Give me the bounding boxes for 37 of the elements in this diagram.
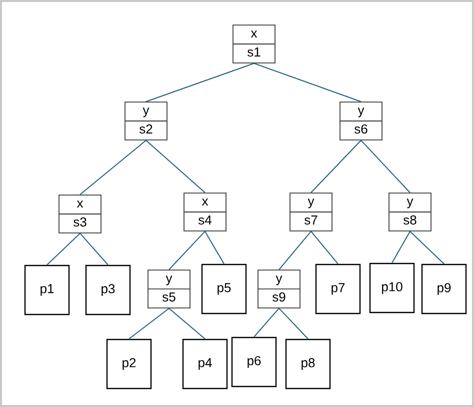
split-box: x s3 (58, 194, 102, 234)
leaf-box: p9 (421, 264, 467, 314)
leaf-box: p4 (182, 338, 228, 390)
split-box: y s6 (340, 102, 382, 140)
leaf-box: p8 (285, 338, 331, 390)
split-box: y s9 (258, 270, 300, 308)
connector-line (360, 140, 410, 194)
connector-line (80, 140, 146, 196)
connector-line (168, 230, 206, 270)
connector-line (254, 308, 280, 338)
connector-line (310, 140, 362, 194)
split-box: y s8 (388, 192, 432, 232)
connector-line (310, 230, 338, 264)
split-box: x s1 (232, 24, 276, 64)
leaf-box: p3 (85, 264, 131, 316)
connector-line (204, 230, 224, 264)
connector-line (80, 232, 108, 266)
connector-line (410, 230, 444, 264)
connector-line (128, 308, 170, 340)
leaf-box: p5 (201, 264, 247, 314)
split-box: y s2 (124, 102, 168, 140)
connector-line (278, 230, 312, 270)
connector-line (278, 308, 308, 340)
connector-line (146, 140, 206, 194)
leaf-box: p1 (24, 264, 70, 316)
connector-line (168, 308, 206, 340)
leaf-box: p2 (106, 338, 152, 390)
connector-line (46, 232, 80, 266)
leaf-box: p7 (315, 264, 361, 314)
connector-line (146, 62, 254, 102)
leaf-box: p6 (231, 336, 277, 388)
leaf-box: p10 (369, 262, 415, 314)
split-box: y s7 (290, 192, 332, 232)
connector-line (392, 230, 410, 264)
connector-line (254, 62, 362, 102)
split-box: x s4 (184, 192, 226, 232)
split-box: y s5 (148, 270, 190, 308)
